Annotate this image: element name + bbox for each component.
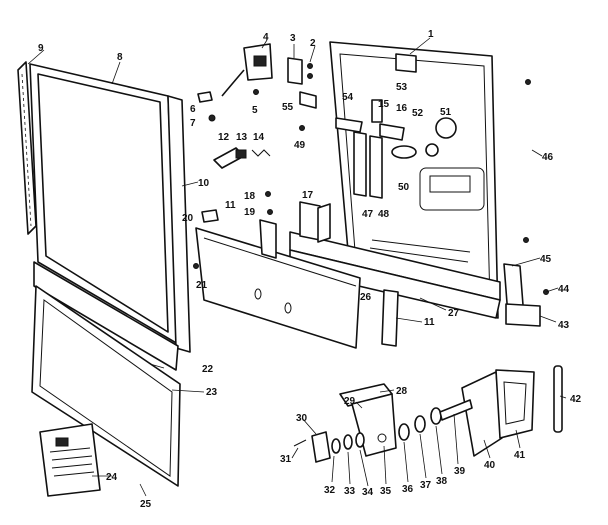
callout-25: 25	[140, 499, 152, 510]
callout-20: 20	[182, 213, 194, 224]
parts-40-41-hinge-arm	[461, 369, 535, 457]
callout-10: 10	[198, 178, 210, 189]
parts-28-to-35-lower-bracket	[293, 383, 397, 463]
callout-54: 54	[342, 92, 354, 103]
parts-12-13-14	[213, 147, 271, 169]
callout-48: 48	[378, 209, 390, 220]
callout-50: 50	[398, 182, 410, 193]
callout-49: 49	[294, 140, 306, 151]
parts-53-54-55	[299, 53, 417, 133]
part-10-side-frame	[167, 95, 191, 353]
callout-55: 55	[282, 102, 294, 113]
callout-45: 45	[540, 254, 552, 265]
callout-19: 19	[244, 207, 256, 218]
callout-35: 35	[380, 486, 392, 497]
callout-8: 8	[117, 52, 123, 63]
callout-3: 3	[290, 33, 296, 44]
part-11-brackets	[259, 219, 399, 347]
callout-38: 38	[436, 476, 448, 487]
callout-9: 9	[38, 43, 44, 54]
parts-5-6-7-hardware	[197, 89, 259, 122]
part-26-control-panel	[195, 227, 361, 349]
callout-11a: 11	[225, 200, 236, 211]
part-27-channel	[289, 231, 501, 319]
part-25-kick-panel	[31, 285, 181, 487]
part-22-bottom-channel	[33, 261, 179, 371]
callout-53: 53	[396, 82, 408, 93]
callout-40: 40	[484, 460, 496, 471]
parts-17-to-21	[193, 191, 331, 269]
callout-36: 36	[402, 484, 414, 495]
callout-30: 30	[296, 413, 308, 424]
callout-5: 5	[252, 105, 258, 116]
callout-33: 33	[344, 486, 356, 497]
callout-47: 47	[362, 209, 374, 220]
callout-43: 43	[558, 320, 570, 331]
callout-7: 7	[190, 118, 196, 129]
callout-32: 32	[324, 485, 336, 496]
callout-37: 37	[420, 480, 432, 491]
callout-44: 44	[558, 284, 570, 295]
leader-lines	[27, 37, 567, 497]
part-24-booklet	[39, 423, 101, 497]
callout-13: 13	[236, 132, 248, 143]
parts-36-to-39-pin	[398, 399, 473, 441]
callout-6: 6	[190, 104, 196, 115]
callout-2: 2	[310, 38, 316, 49]
parts-2-3-4-hinge	[221, 43, 313, 97]
callout-4: 4	[263, 32, 269, 43]
parts-43-to-46	[503, 79, 549, 327]
callout-16: 16	[396, 103, 408, 114]
callout-21: 21	[196, 280, 208, 291]
part-8-outer-door-panel	[29, 63, 179, 345]
callout-52: 52	[412, 108, 424, 119]
callout-1: 1	[428, 29, 434, 40]
callout-14: 14	[253, 132, 265, 143]
callout-17: 17	[302, 190, 314, 201]
callout-12: 12	[218, 132, 230, 143]
part-49-screw	[299, 125, 305, 131]
callout-31: 31	[280, 454, 292, 465]
callout-34: 34	[362, 487, 374, 498]
callout-labels: 1 2 3 4 5 6 7 8 9 10 11 11 12 13 14 15 1…	[38, 29, 582, 510]
callout-29: 29	[344, 396, 356, 407]
callout-18: 18	[244, 191, 256, 202]
callout-39: 39	[454, 466, 466, 477]
callout-41: 41	[514, 450, 526, 461]
latch-assembly	[353, 99, 457, 199]
callout-26: 26	[360, 292, 372, 303]
callout-42: 42	[570, 394, 582, 405]
callout-15: 15	[378, 99, 390, 110]
callout-28: 28	[396, 386, 408, 397]
callout-24: 24	[106, 472, 118, 483]
callout-23: 23	[206, 387, 218, 398]
callout-27: 27	[448, 308, 460, 319]
callout-46: 46	[542, 152, 554, 163]
callout-11b: 11	[424, 317, 435, 328]
callout-22: 22	[202, 364, 214, 375]
callout-51: 51	[440, 107, 452, 118]
part-42-rod	[553, 365, 563, 433]
